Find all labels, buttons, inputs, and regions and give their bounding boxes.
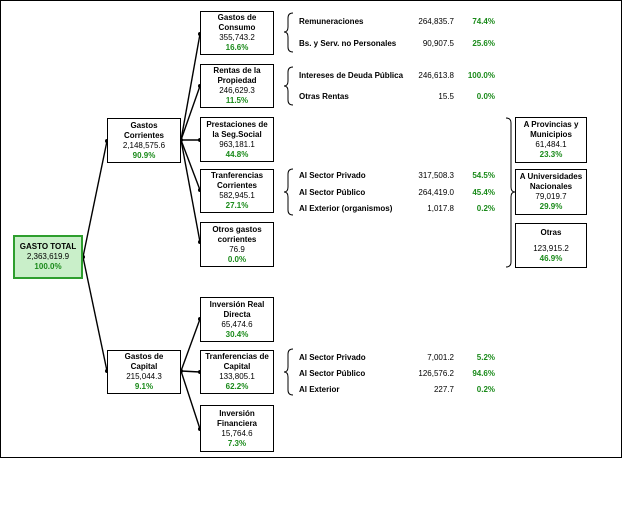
node-percent: 100.0% (34, 262, 62, 271)
node-title: Inversión Real Directa (209, 299, 265, 319)
detail-value: 227.7 (433, 385, 454, 394)
detail-row: Al Exterior (organismos) 1,017.8 0.2% (299, 204, 509, 214)
detail-label: Remuneraciones (299, 17, 364, 26)
detail-row: Al Sector Público 126,576.2 94.6% (299, 369, 509, 379)
node-title: Tranferencias Corrientes (210, 171, 264, 190)
detail-row: Intereses de Deuda Pública 246,613.8 100… (299, 71, 509, 81)
detail-row: Al Sector Privado 317,508.3 54.5% (299, 171, 509, 181)
node-title: GASTO TOTAL (19, 242, 77, 251)
detail-percent: 5.2% (476, 353, 495, 362)
detail-row: Al Exterior 227.7 0.2% (299, 385, 509, 395)
detail-value: 7,001.2 (427, 353, 454, 362)
node-value: 123,915.2 (533, 243, 569, 253)
detail-row: Otras Rentas 15.5 0.0% (299, 92, 509, 102)
node-otros-gastos-corrientes: Otros gastos corrientes 76.9 0.0% (200, 222, 274, 267)
detail-value: 90,907.5 (422, 39, 454, 48)
detail-percent: 0.0% (476, 92, 495, 101)
node-value: 963,181.1 (219, 139, 255, 149)
detail-percent: 25.6% (472, 39, 495, 48)
node-percent: 46.9% (539, 253, 563, 263)
detail-label: Al Sector Privado (299, 353, 366, 362)
node-gastos-consumo: Gastos de Consumo 355,743.2 16.6% (200, 11, 274, 55)
node-percent: 44.8% (225, 149, 249, 159)
node-value: 15,764.6 (221, 428, 253, 438)
detail-value: 264,419.0 (418, 188, 454, 197)
node-percent: 62.2% (225, 382, 249, 391)
node-value: 133,805.1 (219, 372, 255, 381)
detail-label: Al Sector Público (299, 369, 366, 378)
node-title: Inversión Financiera (216, 408, 257, 428)
detail-percent: 100.0% (467, 71, 495, 80)
node-title: Otras (540, 227, 562, 237)
node-transferencias-corrientes: Tranferencias Corrientes 582,945.1 27.1% (200, 169, 274, 213)
detail-label: Al Exterior (299, 385, 340, 394)
node-title: Gastos de Consumo (217, 13, 257, 32)
diagram-frame: GASTO TOTAL 2,363,619.9 100.0% Gastos Co… (0, 0, 622, 458)
node-rentas-propiedad: Rentas de la Propiedad 246,629.3 11.5% (200, 64, 274, 108)
node-value: 76.9 (229, 244, 245, 254)
node-universidades-nacionales: A Universidades Nacionales 79,019.7 29.9… (515, 169, 587, 215)
node-value: 355,743.2 (219, 33, 255, 42)
detail-row: Al Sector Público 264,419.0 45.4% (299, 188, 509, 198)
node-value: 582,945.1 (219, 191, 255, 200)
detail-label: Bs. y Serv. no Personales (299, 39, 397, 48)
detail-percent: 94.6% (472, 369, 495, 378)
detail-value: 246,613.8 (418, 71, 454, 80)
node-title: Tranferencias de Capital (205, 352, 269, 371)
node-title: Gastos Corrientes (123, 120, 164, 140)
node-gasto-total: GASTO TOTAL 2,363,619.9 100.0% (13, 235, 83, 279)
node-title: Rentas de la Propiedad (213, 66, 261, 85)
node-percent: 29.9% (539, 202, 563, 211)
detail-label: Al Exterior (organismos) (299, 204, 393, 213)
node-percent: 23.3% (539, 150, 563, 159)
node-percent: 90.9% (132, 150, 156, 160)
node-inversion-real-directa: Inversión Real Directa 65,474.6 30.4% (200, 297, 274, 342)
detail-label: Otras Rentas (299, 92, 349, 101)
node-value: 2,363,619.9 (26, 252, 70, 261)
node-gastos-corrientes: Gastos Corrientes 2,148,575.6 90.9% (107, 118, 181, 163)
node-value: 79,019.7 (535, 192, 567, 201)
detail-percent: 45.4% (472, 188, 495, 197)
detail-percent: 54.5% (472, 171, 495, 180)
node-percent: 0.0% (227, 254, 247, 264)
detail-row: Bs. y Serv. no Personales 90,907.5 25.6% (299, 39, 509, 49)
detail-percent: 74.4% (472, 17, 495, 26)
node-inversion-financiera: Inversión Financiera 15,764.6 7.3% (200, 405, 274, 452)
detail-value: 264,835.7 (418, 17, 454, 26)
node-percent: 30.4% (225, 329, 249, 339)
detail-value: 317,508.3 (418, 171, 454, 180)
detail-label: Al Sector Privado (299, 171, 366, 180)
node-prestaciones-seg-social: Prestaciones de la Seg.Social 963,181.1 … (200, 117, 274, 162)
detail-percent: 0.2% (476, 204, 495, 213)
detail-row: Al Sector Privado 7,001.2 5.2% (299, 353, 509, 363)
node-gastos-capital: Gastos de Capital 215,044.3 9.1% (107, 350, 181, 394)
node-percent: 9.1% (134, 382, 154, 391)
detail-value: 15.5 (438, 92, 454, 101)
node-percent: 7.3% (227, 438, 247, 448)
node-value: 65,474.6 (221, 319, 253, 329)
node-percent: 27.1% (225, 201, 249, 210)
detail-value: 126,576.2 (418, 369, 454, 378)
node-transferencias-capital: Tranferencias de Capital 133,805.1 62.2% (200, 350, 274, 394)
node-title: A Provincias y Municipios (523, 120, 579, 139)
node-value: 246,629.3 (219, 86, 255, 95)
detail-percent: 0.2% (476, 385, 495, 394)
node-percent: 16.6% (225, 43, 249, 52)
node-value: 215,044.3 (126, 372, 162, 381)
node-percent: 11.5% (225, 96, 249, 105)
node-title: Otros gastos corrientes (212, 224, 262, 244)
node-value: 61,484.1 (535, 140, 567, 149)
detail-label: Intereses de Deuda Pública (299, 71, 404, 80)
node-value: 2,148,575.6 (122, 140, 166, 150)
detail-label: Al Sector Público (299, 188, 366, 197)
detail-value: 1,017.8 (427, 204, 454, 213)
node-title: Gastos de Capital (124, 352, 164, 371)
detail-row: Remuneraciones 264,835.7 74.4% (299, 17, 509, 27)
node-title: A Universidades Nacionales (519, 172, 583, 191)
node-otras: Otras 123,915.2 46.9% (515, 223, 587, 268)
node-title: Prestaciones de la Seg.Social (206, 119, 268, 139)
node-provincias-municipios: A Provincias y Municipios 61,484.1 23.3% (515, 117, 587, 163)
